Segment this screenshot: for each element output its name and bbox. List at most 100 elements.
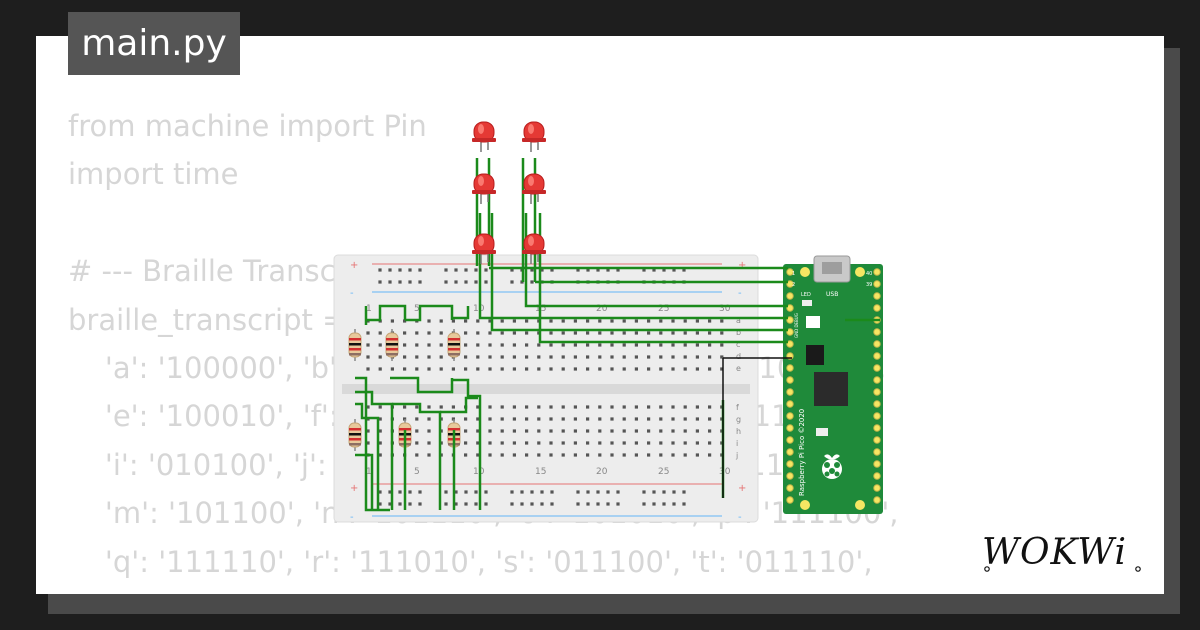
pico-pin xyxy=(786,400,794,408)
pico-pin xyxy=(873,400,881,408)
breadboard-hole xyxy=(476,405,480,409)
breadboard-hole xyxy=(647,331,651,335)
resistor-band xyxy=(448,348,460,351)
breadboard-hole xyxy=(720,331,724,335)
rail-hole xyxy=(510,502,514,506)
breadboard-hole xyxy=(610,453,614,457)
breadboard-hole xyxy=(647,319,651,323)
row-letter: g xyxy=(736,415,741,424)
pico-pin xyxy=(786,364,794,372)
breadboard-hole xyxy=(427,367,431,371)
breadboard-hole xyxy=(427,453,431,457)
wire[interactable] xyxy=(405,304,454,322)
rail-hole xyxy=(444,268,448,272)
pico-pin xyxy=(873,340,881,348)
rail-hole xyxy=(672,502,676,506)
usb-label: USB xyxy=(826,291,838,298)
breadboard-hole xyxy=(549,405,553,409)
breadboard-hole xyxy=(586,331,590,335)
column-number: 1 xyxy=(366,304,372,314)
breadboard-hole xyxy=(561,355,565,359)
rail-hole xyxy=(388,490,392,494)
rail-hole xyxy=(388,502,392,506)
breadboard-hole xyxy=(720,319,724,323)
breadboard-hole xyxy=(561,429,565,433)
wire[interactable] xyxy=(452,306,470,320)
breadboard-hole xyxy=(586,319,590,323)
led-group xyxy=(472,121,546,264)
wire[interactable] xyxy=(355,453,374,510)
breadboard-hole xyxy=(476,319,480,323)
breadboard-hole xyxy=(378,453,382,457)
resistor-band xyxy=(349,343,361,346)
column-number: 25 xyxy=(658,467,669,477)
resistor-band xyxy=(448,353,460,356)
row-letter: j xyxy=(735,451,738,460)
breadboard-hole xyxy=(622,417,626,421)
code-line: import time xyxy=(68,157,239,192)
row-letter: c xyxy=(736,340,740,349)
breadboard-hole xyxy=(549,331,553,335)
pico-pin xyxy=(873,352,881,360)
breadboard-hole xyxy=(451,319,455,323)
rail-hole xyxy=(474,268,478,272)
breadboard-hole xyxy=(427,429,431,433)
breadboard-hole xyxy=(720,355,724,359)
breadboard-hole xyxy=(439,319,443,323)
breadboard-hole xyxy=(378,417,382,421)
pico-pin xyxy=(786,448,794,456)
breadboard-hole xyxy=(549,319,553,323)
breadboard-hole xyxy=(378,441,382,445)
column-number: 20 xyxy=(596,467,608,477)
breadboard-hole xyxy=(512,331,516,335)
led-rim xyxy=(522,190,546,194)
rail-hole xyxy=(510,280,514,284)
rail-hole xyxy=(642,502,646,506)
rail-hole xyxy=(520,490,524,494)
breadboard-hole xyxy=(634,367,638,371)
rail-minus-label: - xyxy=(350,512,354,523)
breadboard-hole xyxy=(451,367,455,371)
rail-hole xyxy=(530,268,534,272)
rail-hole xyxy=(596,268,600,272)
breadboard-hole xyxy=(500,453,504,457)
wire[interactable] xyxy=(452,378,482,510)
breadboard-hole xyxy=(647,405,651,409)
rail-hole xyxy=(662,502,666,506)
column-number: 20 xyxy=(596,304,608,314)
breadboard-hole xyxy=(525,417,529,421)
mount-hole-icon xyxy=(855,267,865,277)
wire[interactable] xyxy=(392,402,442,510)
resistor-band xyxy=(386,353,398,356)
rail-hole xyxy=(454,502,458,506)
row-letter: a xyxy=(736,316,741,325)
breadboard-hole xyxy=(683,331,687,335)
breadboard-hole xyxy=(488,429,492,433)
resistor-band xyxy=(349,438,361,441)
pico-pin xyxy=(786,268,794,276)
breadboard-hole xyxy=(695,367,699,371)
breadboard-hole xyxy=(427,417,431,421)
rail-hole xyxy=(484,268,488,272)
raspberry-pi-pico[interactable]: USB LED GND DEBUG Raspberry Pi Pico ©202… xyxy=(783,255,883,514)
breadboard-hole xyxy=(598,331,602,335)
wire[interactable] xyxy=(538,213,788,344)
rail-hole xyxy=(474,490,478,494)
breadboard: + - + - + - + - 1 5 10 15 20 25 30 1 5 1… xyxy=(333,254,759,523)
file-tab[interactable]: main.py xyxy=(68,12,240,75)
wire[interactable] xyxy=(355,402,380,510)
breadboard-hole xyxy=(671,355,675,359)
breadboard-hole xyxy=(695,343,699,347)
rail-hole xyxy=(388,280,392,284)
wire[interactable] xyxy=(390,376,454,394)
wire[interactable] xyxy=(355,390,394,510)
pico-pin xyxy=(786,388,794,396)
breadboard-hole xyxy=(488,319,492,323)
wire[interactable] xyxy=(366,304,407,322)
breadboard-hole xyxy=(610,319,614,323)
rail-hole xyxy=(672,490,676,494)
rail-minus-label: - xyxy=(350,288,354,299)
onboard-led-icon xyxy=(802,300,812,306)
wire[interactable] xyxy=(440,396,478,414)
rail-hole xyxy=(398,280,402,284)
